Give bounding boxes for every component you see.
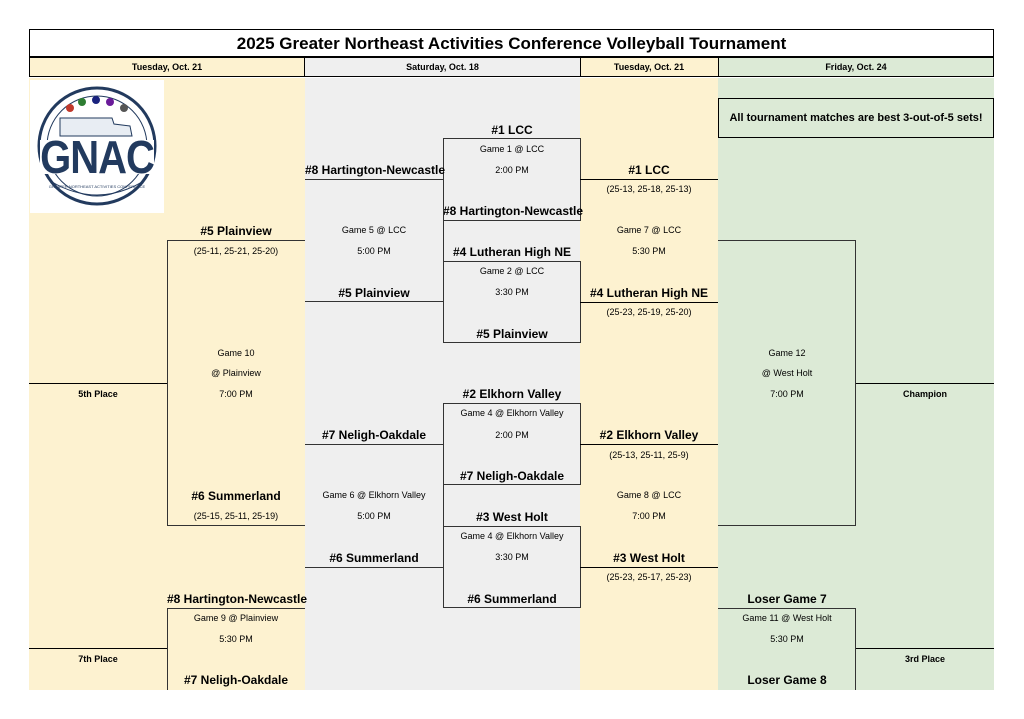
g12-result-line <box>856 383 994 384</box>
g1-top-team: #1 LCC <box>491 123 533 137</box>
g12-result: Champion <box>903 389 947 399</box>
g10-result: 5th Place <box>78 389 118 399</box>
g6-bottom-team: #6 Summerland <box>329 551 419 565</box>
g10-location: @ Plainview <box>211 368 261 378</box>
g11-bottom-team: Loser Game 8 <box>747 673 827 687</box>
g10-bottom-team: #6 Summerland <box>191 489 281 503</box>
g7-top-score: (25-13, 25-18, 25-13) <box>606 184 692 194</box>
game-12-box <box>718 240 856 526</box>
game-11-box <box>718 608 856 690</box>
g7-bottom-score: (25-23, 25-19, 25-20) <box>606 307 692 317</box>
g11-top-team: Loser Game 7 <box>747 592 827 606</box>
g12-time: 7:00 PM <box>770 389 804 399</box>
g11-time: 5:30 PM <box>770 634 804 644</box>
g1-time: 2:00 PM <box>495 165 529 175</box>
g7-time: 5:30 PM <box>632 246 666 256</box>
g8-top-line <box>580 444 718 445</box>
g7-top-line <box>580 179 718 180</box>
g8-time: 7:00 PM <box>632 511 666 521</box>
col-bg-2 <box>305 78 580 690</box>
g11-result: 3rd Place <box>904 654 946 664</box>
game-10-box <box>167 240 305 526</box>
g9-location: Game 9 @ Plainview <box>193 613 279 623</box>
col-bg-4 <box>718 78 994 690</box>
g8-top-team: #2 Elkhorn Valley <box>599 428 699 442</box>
g4-top-team: #3 West Holt <box>476 510 548 524</box>
g5-bottom-team: #5 Plainview <box>338 286 410 300</box>
g3-time: 2:00 PM <box>495 430 529 440</box>
g6-location: Game 6 @ Elkhorn Valley <box>322 490 426 500</box>
g9-result: 7th Place <box>78 654 118 664</box>
col-header-2: Saturday, Oct. 18 <box>406 62 479 72</box>
g2-time: 3:30 PM <box>495 287 529 297</box>
game-5-box <box>305 179 444 302</box>
col-bg-3 <box>580 78 718 690</box>
g2-bottom-team: #5 Plainview <box>476 327 548 341</box>
g8-location: Game 8 @ LCC <box>616 490 682 500</box>
page-title: 2025 Greater Northeast Activities Confer… <box>236 34 787 53</box>
g1-location: Game 1 @ LCC <box>479 144 545 154</box>
g2-location: Game 2 @ LCC <box>479 266 545 276</box>
g3-bottom-team: #7 Neligh-Oakdale <box>459 469 565 483</box>
col-header-3: Tuesday, Oct. 21 <box>613 62 685 72</box>
g9-time: 5:30 PM <box>219 634 253 644</box>
g4-time: 3:30 PM <box>495 552 529 562</box>
g5-time: 5:00 PM <box>357 246 391 256</box>
g5-top-team: #8 Hartington-Newcastle <box>305 163 446 177</box>
g6-top-team: #7 Neligh-Oakdale <box>321 428 427 442</box>
g9-result-line <box>29 648 167 649</box>
g4-bottom-team: #6 Summerland <box>467 592 557 606</box>
g8-top-score: (25-13, 25-11, 25-9) <box>609 450 689 460</box>
note-text: All tournament matches are best 3-out-of… <box>729 112 983 124</box>
g10-top-score: (25-11, 25-21, 25-20) <box>193 246 279 256</box>
gnac-logo <box>30 80 164 213</box>
g7-bottom-line <box>580 302 718 303</box>
g10-result-line <box>29 383 167 384</box>
g8-bottom-score: (25-23, 25-17, 25-23) <box>606 572 692 582</box>
title-bar <box>29 29 994 57</box>
g7-bottom-team: #4 Lutheran High NE <box>589 286 708 300</box>
g9-bottom-team: #7 Neligh-Oakdale <box>183 673 289 687</box>
logo-text: GNAC <box>40 132 155 184</box>
g12-location: @ West Holt <box>761 368 813 378</box>
g3-top-team: #2 Elkhorn Valley <box>462 387 562 401</box>
note-box <box>718 98 994 138</box>
g6-time: 5:00 PM <box>357 511 391 521</box>
g4-location: Game 4 @ Elkhorn Valley <box>460 531 564 541</box>
g7-location: Game 7 @ LCC <box>616 225 682 235</box>
g8-bottom-team: #3 West Holt <box>613 551 685 565</box>
col-header-4-bg <box>718 57 994 77</box>
col-header-1: Tuesday, Oct. 21 <box>131 62 203 72</box>
g12-label: Game 12 <box>768 348 806 358</box>
g7-top-team: #1 LCC <box>628 163 670 177</box>
g8-bottom-line <box>580 567 718 568</box>
g10-time: 7:00 PM <box>219 389 253 399</box>
game-9-box <box>167 608 305 690</box>
g10-bottom-score: (25-15, 25-11, 25-19) <box>193 511 279 521</box>
g11-location: Game 11 @ West Holt <box>742 613 832 623</box>
g11-result-line <box>856 648 994 649</box>
game-6-box <box>305 444 444 568</box>
g10-label: Game 10 <box>217 348 255 358</box>
g3-location: Game 4 @ Elkhorn Valley <box>460 408 564 418</box>
g1-bottom-team: #8 Hartington-Newcastle <box>443 204 584 218</box>
g2-top-team: #4 Lutheran High NE <box>452 245 571 259</box>
logo-graphic <box>37 86 157 206</box>
g10-top-team: #5 Plainview <box>200 224 272 238</box>
col-header-4: Friday, Oct. 24 <box>825 62 887 72</box>
g5-location: Game 5 @ LCC <box>341 225 407 235</box>
logo-ring-text: GREATER NORTHEAST ACTIVITIES CONFERENCE <box>48 184 146 189</box>
g9-top-team: #8 Hartington-Newcastle <box>167 592 308 606</box>
